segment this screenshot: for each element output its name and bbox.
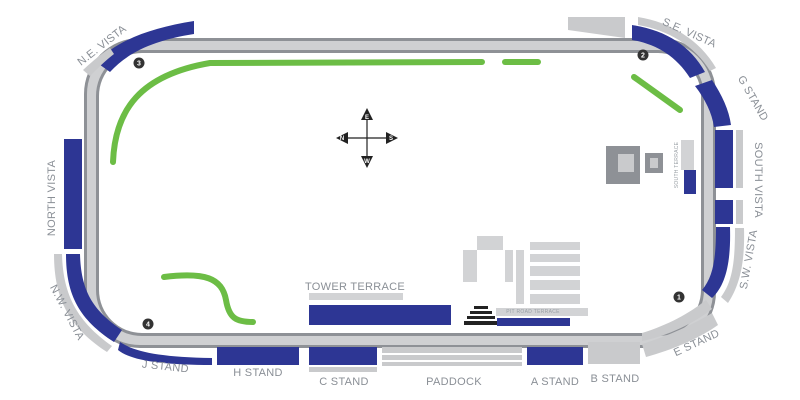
label-south-terrace: SOUTH TERRACE: [674, 141, 680, 188]
c-stand-seating[interactable]: [309, 347, 377, 365]
turn-marker-4: 4: [142, 318, 154, 330]
turn-marker-3: 3: [133, 57, 145, 69]
south-vista-upper[interactable]: [715, 130, 733, 188]
turn-marker-1: 1: [673, 291, 685, 303]
j-stand-seating[interactable]: [118, 342, 212, 365]
turn-markers: 1 2 3 4: [133, 49, 685, 330]
h-stand-seating[interactable]: [217, 347, 299, 365]
museum-annex-inner: [650, 158, 658, 168]
paddock-seating: [382, 362, 522, 366]
north-chute-stands: [64, 139, 82, 249]
infield-roads: [110, 59, 683, 325]
building-block: [477, 236, 503, 250]
c-stand-lower: [309, 367, 377, 372]
svg-text:3: 3: [137, 61, 141, 68]
south-vista-lower[interactable]: [715, 200, 733, 224]
sw-vista-outer: [721, 228, 745, 303]
infield-buildings: [309, 140, 694, 316]
label-tower-terrace: TOWER TERRACE: [305, 281, 405, 293]
tower-terrace-roof: [309, 293, 403, 300]
b-stand-seating[interactable]: [588, 342, 640, 364]
turn-marker-2: 2: [637, 49, 649, 61]
building-block: [530, 242, 580, 250]
label-j-stand: J STAND: [141, 359, 189, 376]
road-north-turn3: [110, 59, 485, 165]
compass-icon: E W N S: [336, 108, 398, 168]
building-block: [530, 254, 580, 262]
south-vista-outer: [736, 200, 743, 224]
building-block: [530, 294, 580, 304]
label-north-vista: NORTH VISTA: [46, 160, 58, 237]
building-block: [516, 250, 524, 304]
label-b-stand: B STAND: [591, 373, 640, 385]
label-pit-road-terrace: PIT ROAD TERRACE: [506, 309, 560, 315]
front-stretch-stands: [118, 342, 640, 372]
sw-vista-seating[interactable]: [702, 227, 731, 298]
nw-vista-outer: [54, 254, 112, 352]
building-block: [530, 266, 580, 276]
turn-4-stands: [54, 254, 122, 352]
se-vista-outer: [638, 17, 716, 71]
turn-1-stands: [642, 227, 745, 357]
south-vista-outer: [736, 130, 743, 188]
pagoda-icon: [464, 306, 498, 325]
pit-road-terrace-seating[interactable]: [497, 318, 570, 326]
e-stand-upper: [642, 300, 712, 341]
paddock-seating[interactable]: [382, 347, 522, 353]
compass-south: S: [389, 136, 393, 142]
road-turn4: [161, 272, 256, 325]
ne-vista-outer: [83, 48, 114, 76]
paddock-seating: [382, 355, 522, 360]
compass-east: E: [365, 115, 369, 121]
infield: [99, 53, 701, 333]
label-paddock: PADDOCK: [426, 376, 482, 388]
building-block: [463, 250, 477, 282]
se-vista-top: [568, 17, 625, 38]
track: [84, 38, 716, 348]
label-a-stand: A STAND: [531, 376, 579, 388]
compass-north: N: [340, 136, 344, 142]
south-chute-stands: [715, 130, 743, 224]
svg-text:2: 2: [641, 53, 645, 60]
g-stand-seating[interactable]: [695, 80, 731, 127]
road-turn2: [631, 74, 683, 113]
a-stand-seating[interactable]: [527, 347, 583, 365]
pit-road-strip: [496, 308, 588, 316]
building-block: [505, 250, 513, 282]
infield-seating: [309, 170, 696, 326]
turn-2-stands: [568, 17, 731, 127]
e-stand-seating[interactable]: [642, 313, 718, 357]
museum-inner: [618, 154, 634, 172]
south-terrace-seating[interactable]: [684, 170, 696, 194]
label-g-stand: G STAND: [735, 74, 770, 123]
compass-west: W: [364, 159, 370, 165]
south-terrace-block: [681, 140, 694, 170]
ne-vista-seating[interactable]: [96, 21, 194, 72]
nw-vista-seating[interactable]: [66, 254, 122, 342]
label-h-stand: H STAND: [233, 367, 283, 379]
tower-terrace-seating[interactable]: [309, 305, 451, 325]
svg-text:1: 1: [677, 295, 681, 302]
turn-3-stands: [83, 21, 194, 76]
label-c-stand: C STAND: [319, 376, 369, 388]
building-block: [530, 280, 580, 290]
se-vista-seating[interactable]: [632, 25, 705, 78]
label-south-vista: SOUTH VISTA: [752, 142, 764, 218]
svg-text:4: 4: [146, 322, 150, 329]
north-vista-seating[interactable]: [64, 139, 82, 249]
